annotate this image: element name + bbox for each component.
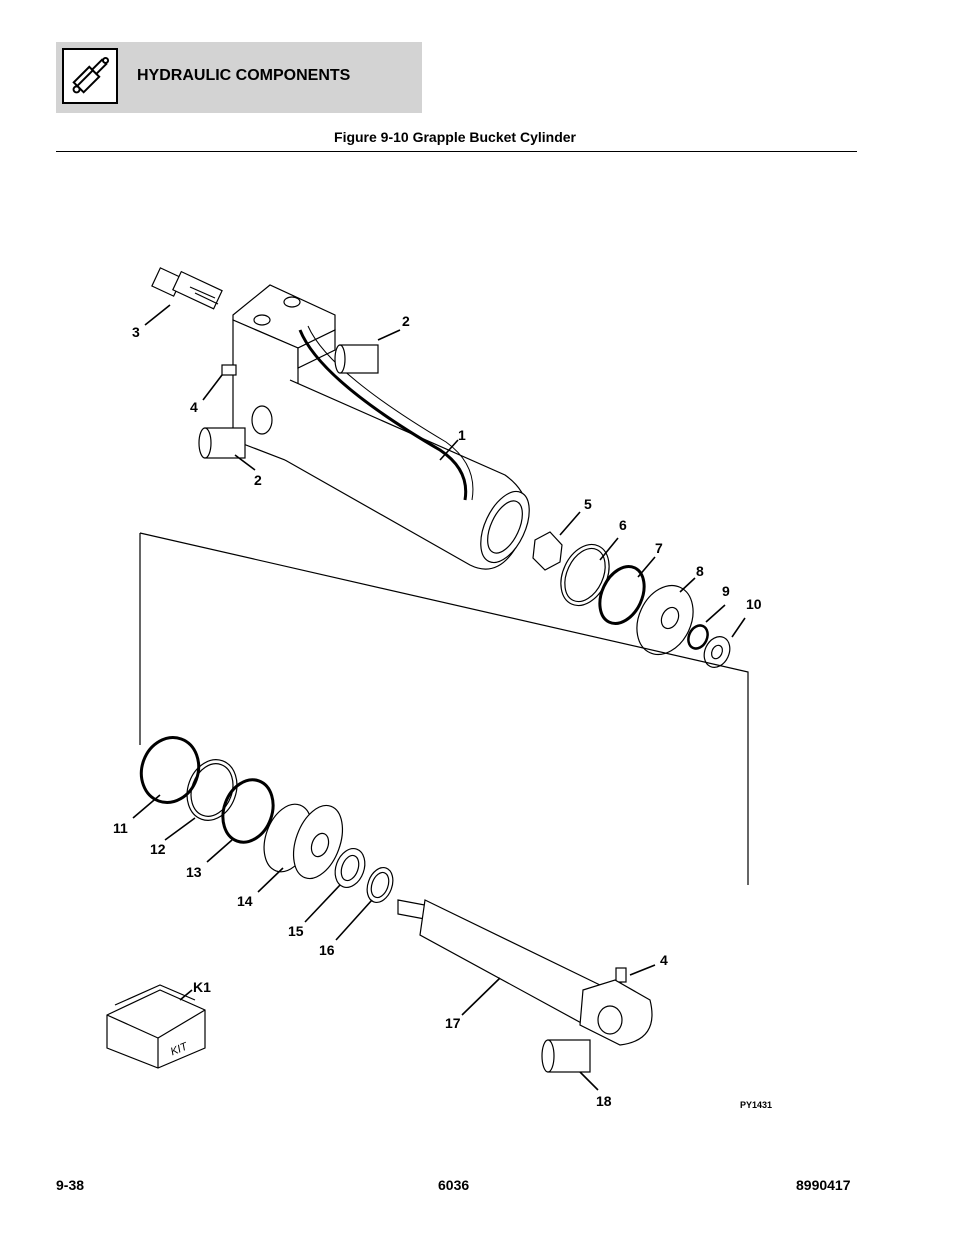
callout-14: 14: [237, 893, 253, 909]
callout-15: 15: [288, 923, 304, 939]
o-ring-small: [687, 624, 709, 650]
callout-12: 12: [150, 841, 166, 857]
lock-nut: [532, 531, 563, 571]
page-number: 9-38: [56, 1177, 85, 1193]
backup-ring: [186, 759, 238, 821]
hydraulic-cylinder-icon: [62, 48, 118, 104]
piston-rod: [397, 899, 653, 1046]
cylinder-head: [263, 803, 344, 880]
relief-valve: [151, 267, 223, 310]
callout-4: 4: [190, 399, 198, 415]
figure-title: Figure 9-10 Grapple Bucket Cylinder: [334, 129, 576, 145]
kit-box-icon: [106, 984, 206, 1069]
figure-ref: PY1431: [740, 1100, 772, 1110]
washer: [703, 636, 731, 668]
wiper: [366, 866, 394, 904]
callout-k1: K1: [193, 979, 211, 995]
section-title: HYDRAULIC COMPONENTS: [137, 67, 351, 84]
callout-5: 5: [584, 496, 592, 512]
o-ring-large: [139, 736, 201, 804]
callout-8: 8: [696, 563, 704, 579]
o-ring-head: [221, 778, 275, 844]
callout-10: 10: [746, 596, 762, 612]
piston: [636, 584, 694, 656]
callout-9: 9: [722, 583, 730, 599]
rod-bushing: [547, 1039, 591, 1073]
callout-4: 4: [660, 952, 668, 968]
callout-1: 1: [458, 427, 466, 443]
bushing: [198, 344, 379, 459]
callout-2: 2: [402, 313, 410, 329]
callout-3: 3: [132, 324, 140, 340]
callout-2: 2: [254, 472, 262, 488]
callout-13: 13: [186, 864, 202, 880]
callout-11: 11: [113, 820, 128, 836]
header-divider: [56, 151, 857, 152]
callout-18: 18: [596, 1093, 612, 1109]
model-number: 6036: [438, 1177, 470, 1193]
callout-17: 17: [445, 1015, 461, 1031]
section-header: HYDRAULIC COMPONENTS: [56, 42, 422, 113]
document-number: 8990417: [796, 1177, 851, 1193]
callout-16: 16: [319, 942, 335, 958]
cylinder-barrel: [232, 284, 530, 570]
callout-6: 6: [619, 517, 627, 533]
callout-7: 7: [655, 540, 663, 556]
o-ring: [598, 565, 646, 625]
